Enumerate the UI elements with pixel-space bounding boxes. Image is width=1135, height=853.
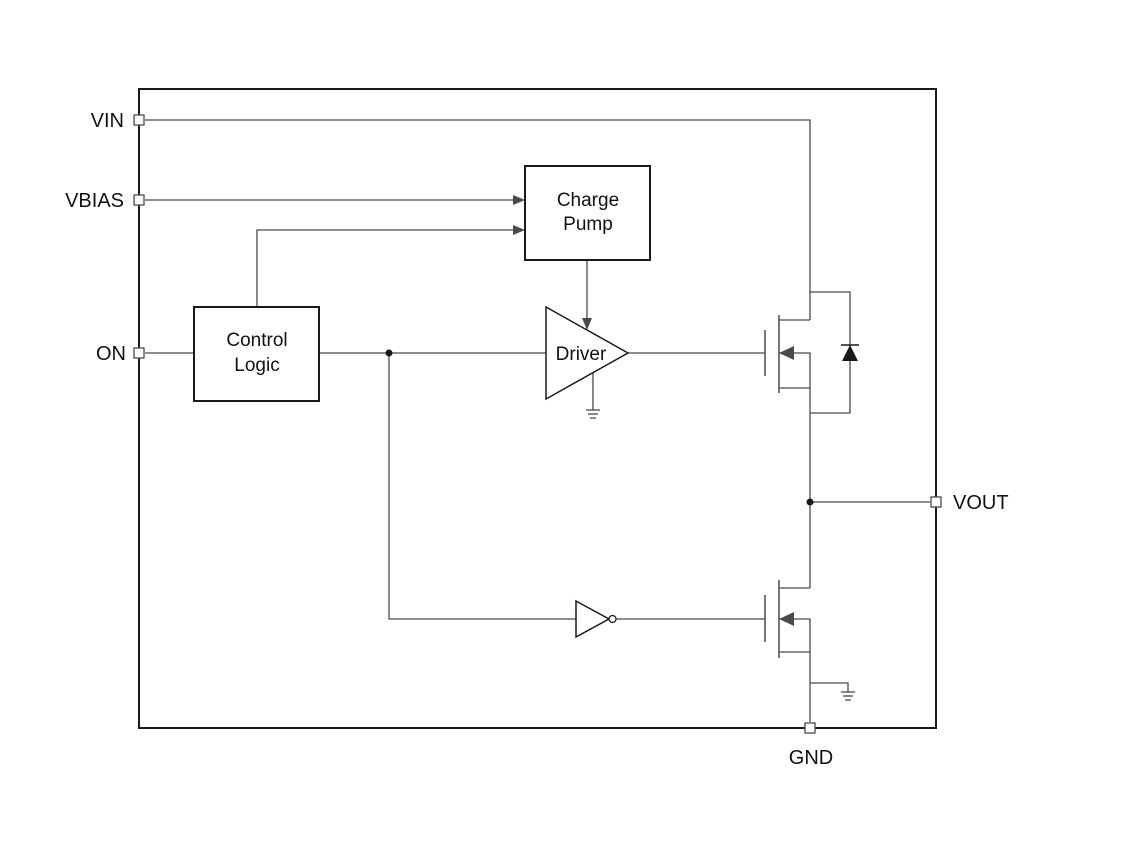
logic-to-pump-net [256, 229, 516, 307]
body-diode [841, 344, 859, 361]
package-outline [138, 88, 937, 729]
control-logic-block: Control Logic [193, 306, 320, 402]
driver-buffer: Driver [545, 305, 630, 401]
discharge-fet-source [779, 651, 811, 722]
vout-pin [930, 496, 942, 508]
pass-fet-source [779, 387, 811, 588]
vin-pin [133, 114, 145, 126]
pass-fet-body-arrow [779, 346, 794, 360]
control-logic-label-line-2: Logic [234, 355, 279, 376]
vin-pin-label: VIN [91, 110, 124, 132]
gnd-pin-label: GND [789, 747, 833, 769]
vbias-pin-label: VBIAS [65, 190, 124, 212]
discharge-fet [764, 580, 780, 658]
driver-ground-symbol [586, 409, 600, 419]
gnd-pin [804, 722, 816, 734]
charge-pump-block: Charge Pump [524, 165, 651, 261]
charge-pump-label-line-2: Pump [563, 214, 613, 235]
charge-pump-label-line-1: Charge [557, 190, 619, 211]
control-logic-label-line-1: Control [226, 330, 287, 351]
driver-label: Driver [556, 344, 607, 365]
discharge-ground-wire [810, 682, 849, 692]
pass-fet-body [779, 352, 811, 388]
on-pin [133, 347, 145, 359]
junction-dot [385, 349, 393, 357]
discharge-fet-body-arrow [779, 612, 794, 626]
inverter [575, 599, 617, 639]
vbias-arrowhead [513, 195, 525, 205]
discharge-ground-symbol [841, 691, 855, 701]
vout-pin-label: VOUT [953, 492, 1009, 514]
body-diode-loop [810, 291, 851, 414]
pump-arrowhead [582, 318, 592, 330]
logic-arrowhead [513, 225, 525, 235]
vbias-pin [133, 194, 145, 206]
vin-net [145, 119, 811, 320]
pass-fet [764, 315, 780, 393]
on-pin-label: ON [96, 343, 126, 365]
discharge-fet-body [779, 618, 811, 652]
logic-to-inverter-net [388, 353, 576, 620]
junction-dot [806, 498, 814, 506]
